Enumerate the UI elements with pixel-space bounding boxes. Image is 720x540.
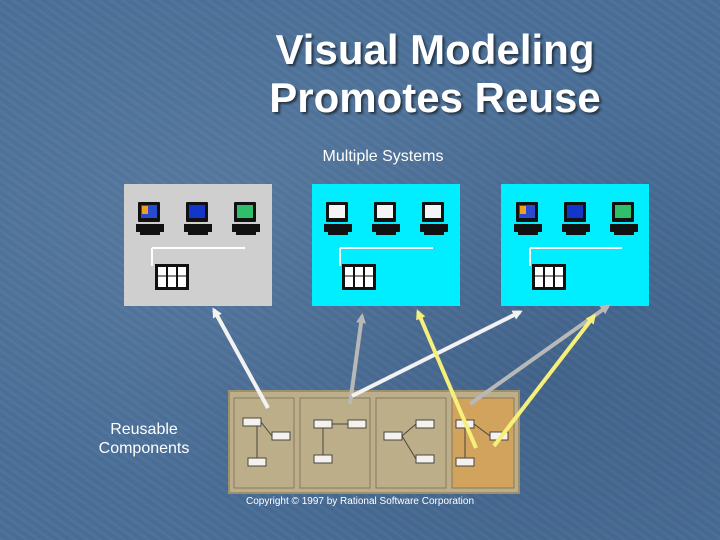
reuse-arrow xyxy=(416,309,478,449)
computer-icon xyxy=(184,202,212,235)
server-icon xyxy=(531,263,567,291)
reusable-components-label: Reusable Components xyxy=(98,421,190,457)
computer-icon xyxy=(610,202,638,235)
reuse-arrow xyxy=(492,313,596,448)
computer-icon xyxy=(420,202,448,235)
title-line-1: Visual Modeling xyxy=(275,26,595,73)
system-2-network xyxy=(324,202,448,291)
system-1-network xyxy=(136,202,260,291)
computer-icon xyxy=(514,202,542,235)
reuse-arrow xyxy=(348,313,367,405)
slide-title: Visual Modeling Promotes Reuse xyxy=(250,26,620,122)
computer-icon xyxy=(372,202,400,235)
reuse-arrow xyxy=(468,304,611,406)
computer-icon xyxy=(324,202,352,235)
reuse-arrow xyxy=(212,307,270,409)
title-line-2: Promotes Reuse xyxy=(269,74,601,121)
copyright-notice: Copyright © 1997 by Rational Software Co… xyxy=(245,496,475,507)
server-icon xyxy=(154,263,190,291)
computer-icon xyxy=(136,202,164,235)
multiple-systems-label: Multiple Systems xyxy=(322,148,444,165)
system-3-network xyxy=(514,202,638,291)
computer-icon xyxy=(232,202,260,235)
server-icon xyxy=(341,263,377,291)
computer-icon xyxy=(562,202,590,235)
